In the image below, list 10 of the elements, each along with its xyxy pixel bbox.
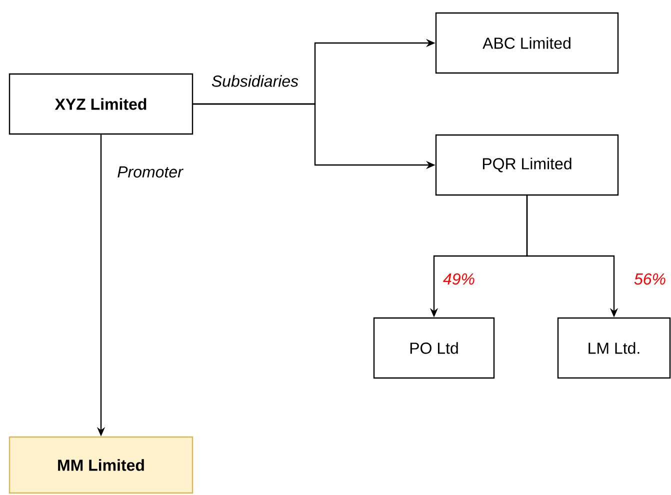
company-box: LM Ltd. (557, 317, 671, 379)
company-box: XYZ Limited (8, 73, 194, 135)
edge-label: Promoter (118, 166, 184, 178)
company-box: ABC Limited (435, 12, 619, 74)
company-box: PQR Limited (435, 134, 619, 196)
company-box: PO Ltd (373, 317, 495, 379)
edge-label: 56% (634, 273, 666, 285)
company-box: MM Limited (8, 436, 194, 494)
edge-label: Subsidiaries (212, 75, 298, 87)
edge-label: 49% (443, 273, 474, 285)
